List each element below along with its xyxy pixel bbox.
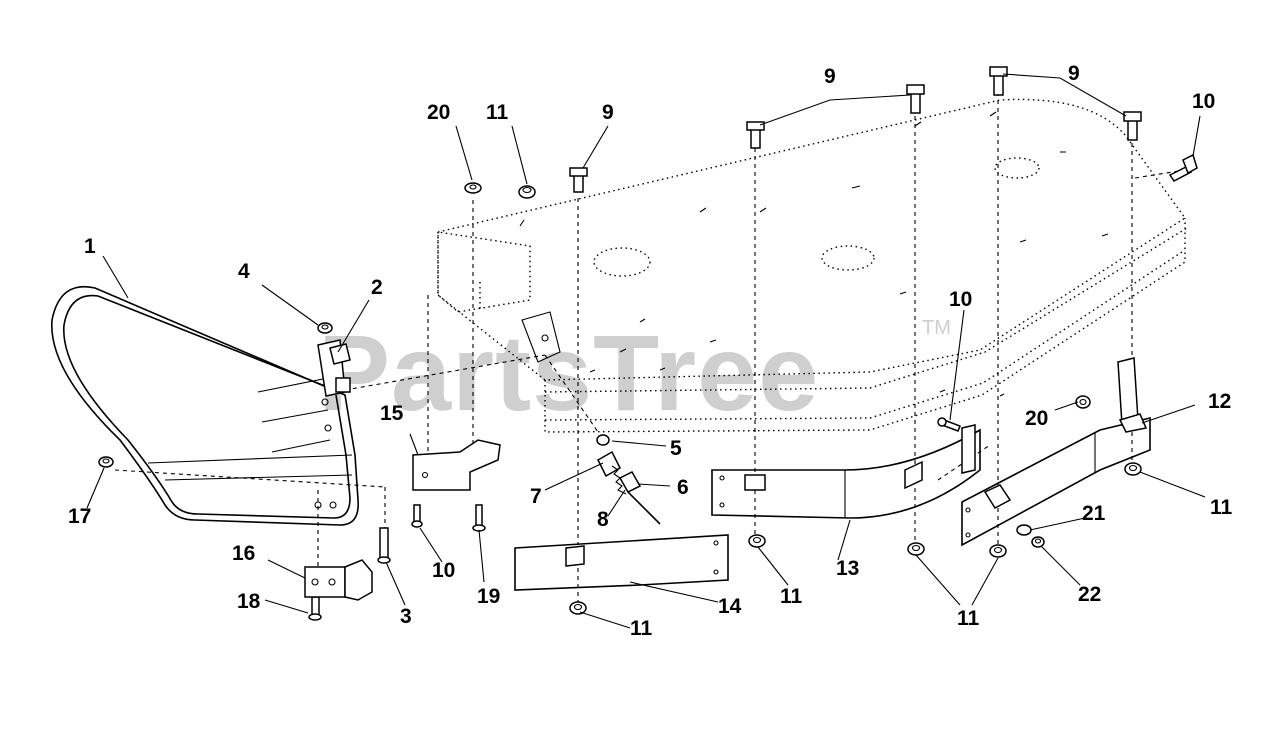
leader-lines [86, 73, 1206, 629]
callout-17: 17 [68, 505, 91, 528]
callout-20a: 20 [427, 101, 450, 124]
callout-4: 4 [238, 260, 250, 283]
callout-9c: 9 [1068, 62, 1080, 85]
mount-bracket [304, 559, 373, 601]
bolt-icon [569, 167, 588, 193]
nut-icon [569, 601, 587, 615]
baffle-12 [961, 357, 1151, 547]
callout-9a: 9 [602, 101, 614, 124]
callout-6: 6 [677, 476, 689, 499]
mower-deck [437, 98, 1188, 433]
bushing-icon [596, 434, 610, 446]
callout-11a: 11 [486, 101, 509, 124]
callout-15: 15 [380, 402, 404, 425]
bolt-icon [746, 121, 765, 149]
callout-19: 19 [477, 585, 500, 608]
bolt-icon [937, 417, 961, 432]
callout-10c: 10 [432, 559, 455, 582]
callout-18: 18 [237, 590, 261, 613]
chute-deflector [51, 286, 359, 526]
watermark-text: PartsTree [318, 312, 819, 433]
bolt-icon [472, 504, 486, 532]
callout-13: 13 [836, 557, 859, 580]
washer-icon [1016, 524, 1032, 536]
nut-icon [98, 456, 114, 468]
callout-11b: 11 [630, 617, 653, 640]
assembly-alignment-lines [114, 92, 1186, 604]
bolt-icon [906, 84, 925, 114]
bolt-icon [308, 596, 322, 621]
callout-8: 8 [597, 508, 609, 531]
callout-9b: 9 [824, 65, 836, 88]
washer-icon [464, 182, 482, 194]
watermark-trademark: TM [922, 317, 951, 339]
bolt-icon [1123, 111, 1142, 141]
callout-12: 12 [1208, 390, 1231, 413]
callout-11d: 11 [957, 607, 980, 630]
nut-icon [907, 542, 925, 556]
baffle-13 [711, 424, 981, 519]
callout-10b: 10 [949, 288, 972, 311]
callout-5: 5 [670, 437, 682, 460]
hinge-bracket [317, 339, 351, 397]
nut-icon [317, 322, 333, 334]
callout-14: 14 [718, 595, 742, 618]
baffle-14 [514, 534, 729, 591]
bolt-icon [989, 66, 1008, 96]
nut-icon [989, 544, 1007, 558]
callout-21: 21 [1082, 502, 1106, 525]
nut-icon [1124, 462, 1142, 476]
callout-11e: 11 [1210, 496, 1233, 519]
chute-bracket [412, 439, 501, 491]
callout-2: 2 [371, 276, 383, 299]
callout-10a: 10 [1192, 90, 1215, 113]
callout-1: 1 [84, 235, 96, 258]
nut-icon [1031, 536, 1045, 548]
bolt-icon [1168, 153, 1198, 182]
nut-icon [518, 185, 536, 199]
callout-3: 3 [400, 605, 412, 628]
callout-22: 22 [1078, 583, 1101, 606]
nut-icon [748, 534, 766, 548]
callout-7: 7 [530, 485, 542, 508]
callout-11c: 11 [780, 585, 803, 608]
bolt-icon [411, 504, 423, 528]
callout-labels: 1 2 3 4 5 6 7 8 9 9 9 10 10 10 11 11 11 … [68, 62, 1233, 640]
washer-icon [1075, 395, 1091, 409]
callout-16: 16 [232, 542, 255, 565]
bolt-icon [377, 527, 391, 564]
callout-20b: 20 [1025, 407, 1048, 430]
spring-assembly [597, 450, 661, 525]
